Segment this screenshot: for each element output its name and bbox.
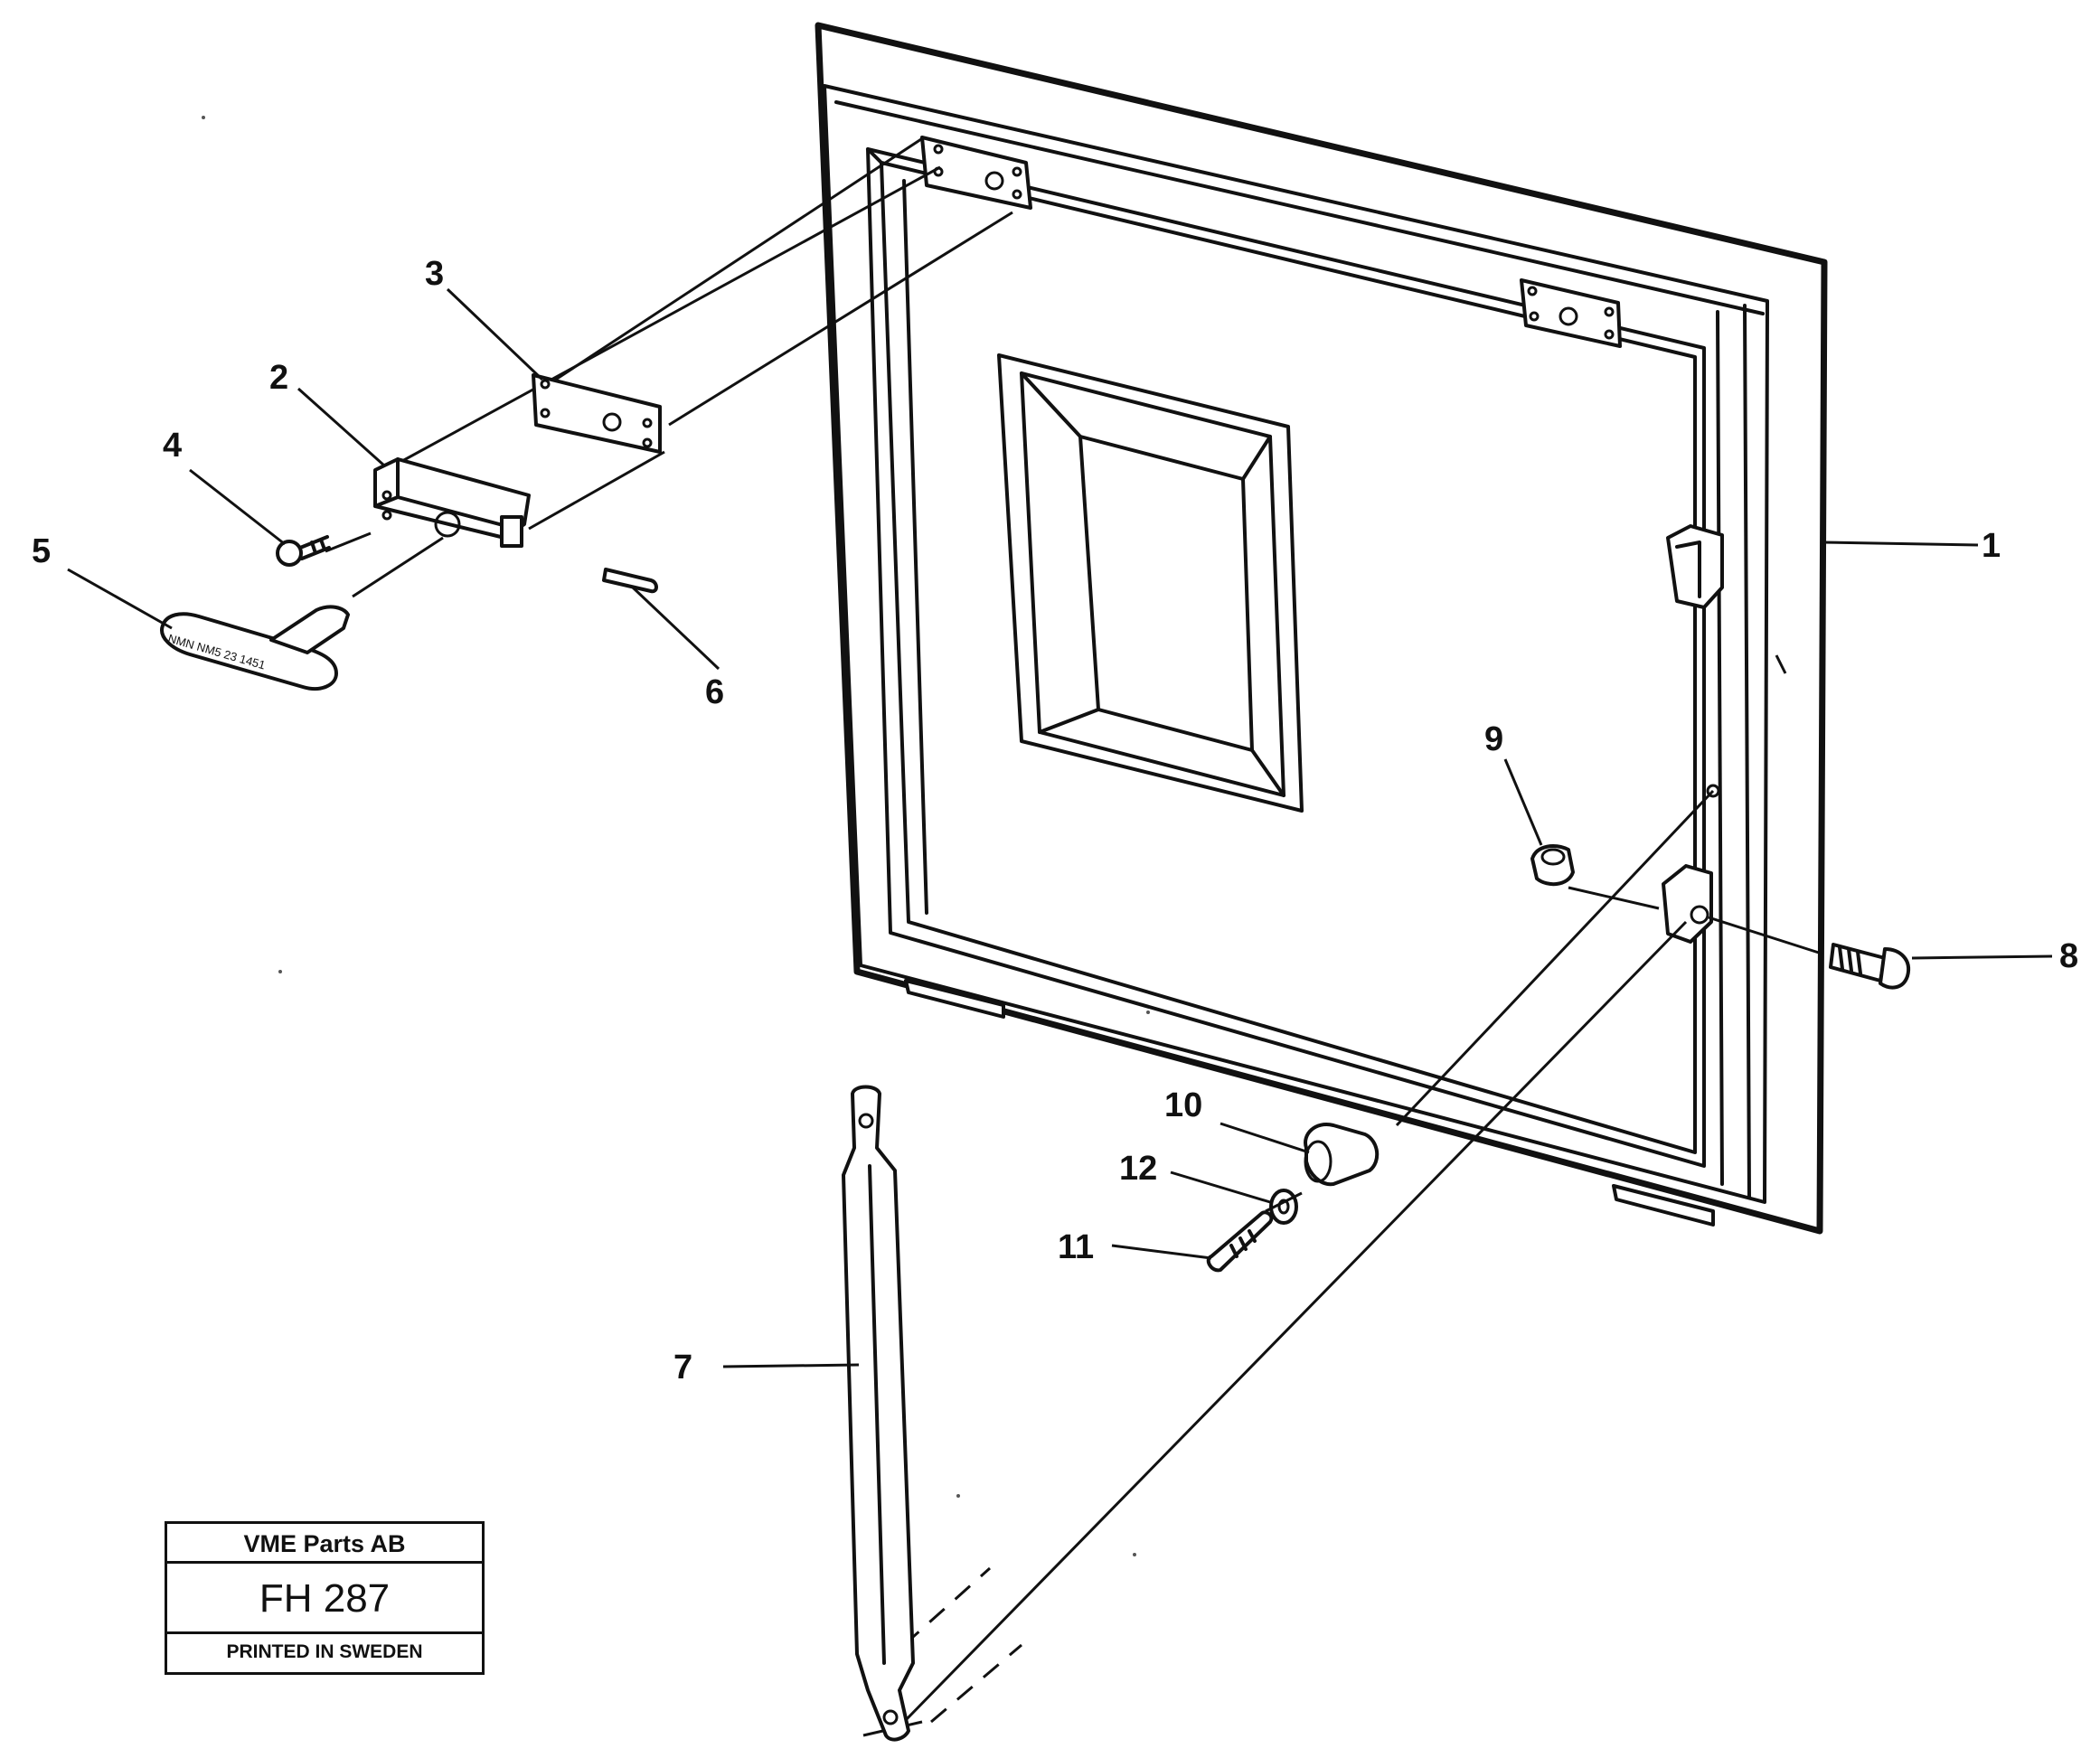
part-5-key: NMN NM5 23 1451 [160, 536, 444, 691]
printed-in-note: PRINTED IN SWEDEN [226, 1641, 423, 1662]
callout-9: 9 [1484, 720, 1503, 758]
door-window [997, 353, 1304, 813]
drawing-code: FH 287 [167, 1564, 482, 1634]
part-10-spacer [1304, 1123, 1380, 1187]
callout-7: 7 [673, 1349, 692, 1387]
assembly-lines [401, 136, 1822, 1737]
part-11-screw [1206, 1191, 1303, 1273]
part-6-pin [602, 568, 658, 594]
title-block: VME Parts AB FH 287 PRINTED IN SWEDEN [165, 1521, 485, 1675]
part-8-bolt [1829, 943, 1911, 990]
part-4-screw [276, 531, 372, 567]
callout-10: 10 [1164, 1086, 1202, 1124]
callout-6: 6 [705, 673, 724, 711]
callout-leaders [67, 287, 2053, 1368]
latch-bracket-upper [1666, 524, 1724, 609]
part-2-lock-housing [373, 457, 531, 548]
callout-3: 3 [425, 255, 444, 293]
callout-2: 2 [269, 359, 288, 397]
callout-1: 1 [1982, 527, 2001, 565]
callout-11: 11 [1058, 1228, 1094, 1266]
door-hinge-plate-right [1520, 278, 1622, 348]
part-3-hinge-plate [532, 373, 662, 454]
part-9-nut [1530, 844, 1575, 887]
door-panel [815, 22, 1828, 1235]
latch-bracket-lower [1662, 864, 1713, 944]
callout-12: 12 [1119, 1150, 1157, 1188]
callout-numbers: 1 2 3 4 5 6 7 8 9 10 12 11 [32, 255, 2078, 1387]
callout-5: 5 [32, 532, 51, 570]
callout-8: 8 [2059, 937, 2078, 975]
company-name: VME Parts AB [167, 1524, 482, 1564]
part-7-stay-rod [842, 1085, 915, 1742]
door-hinge-plate-left [920, 136, 1032, 210]
callout-4: 4 [163, 427, 182, 465]
